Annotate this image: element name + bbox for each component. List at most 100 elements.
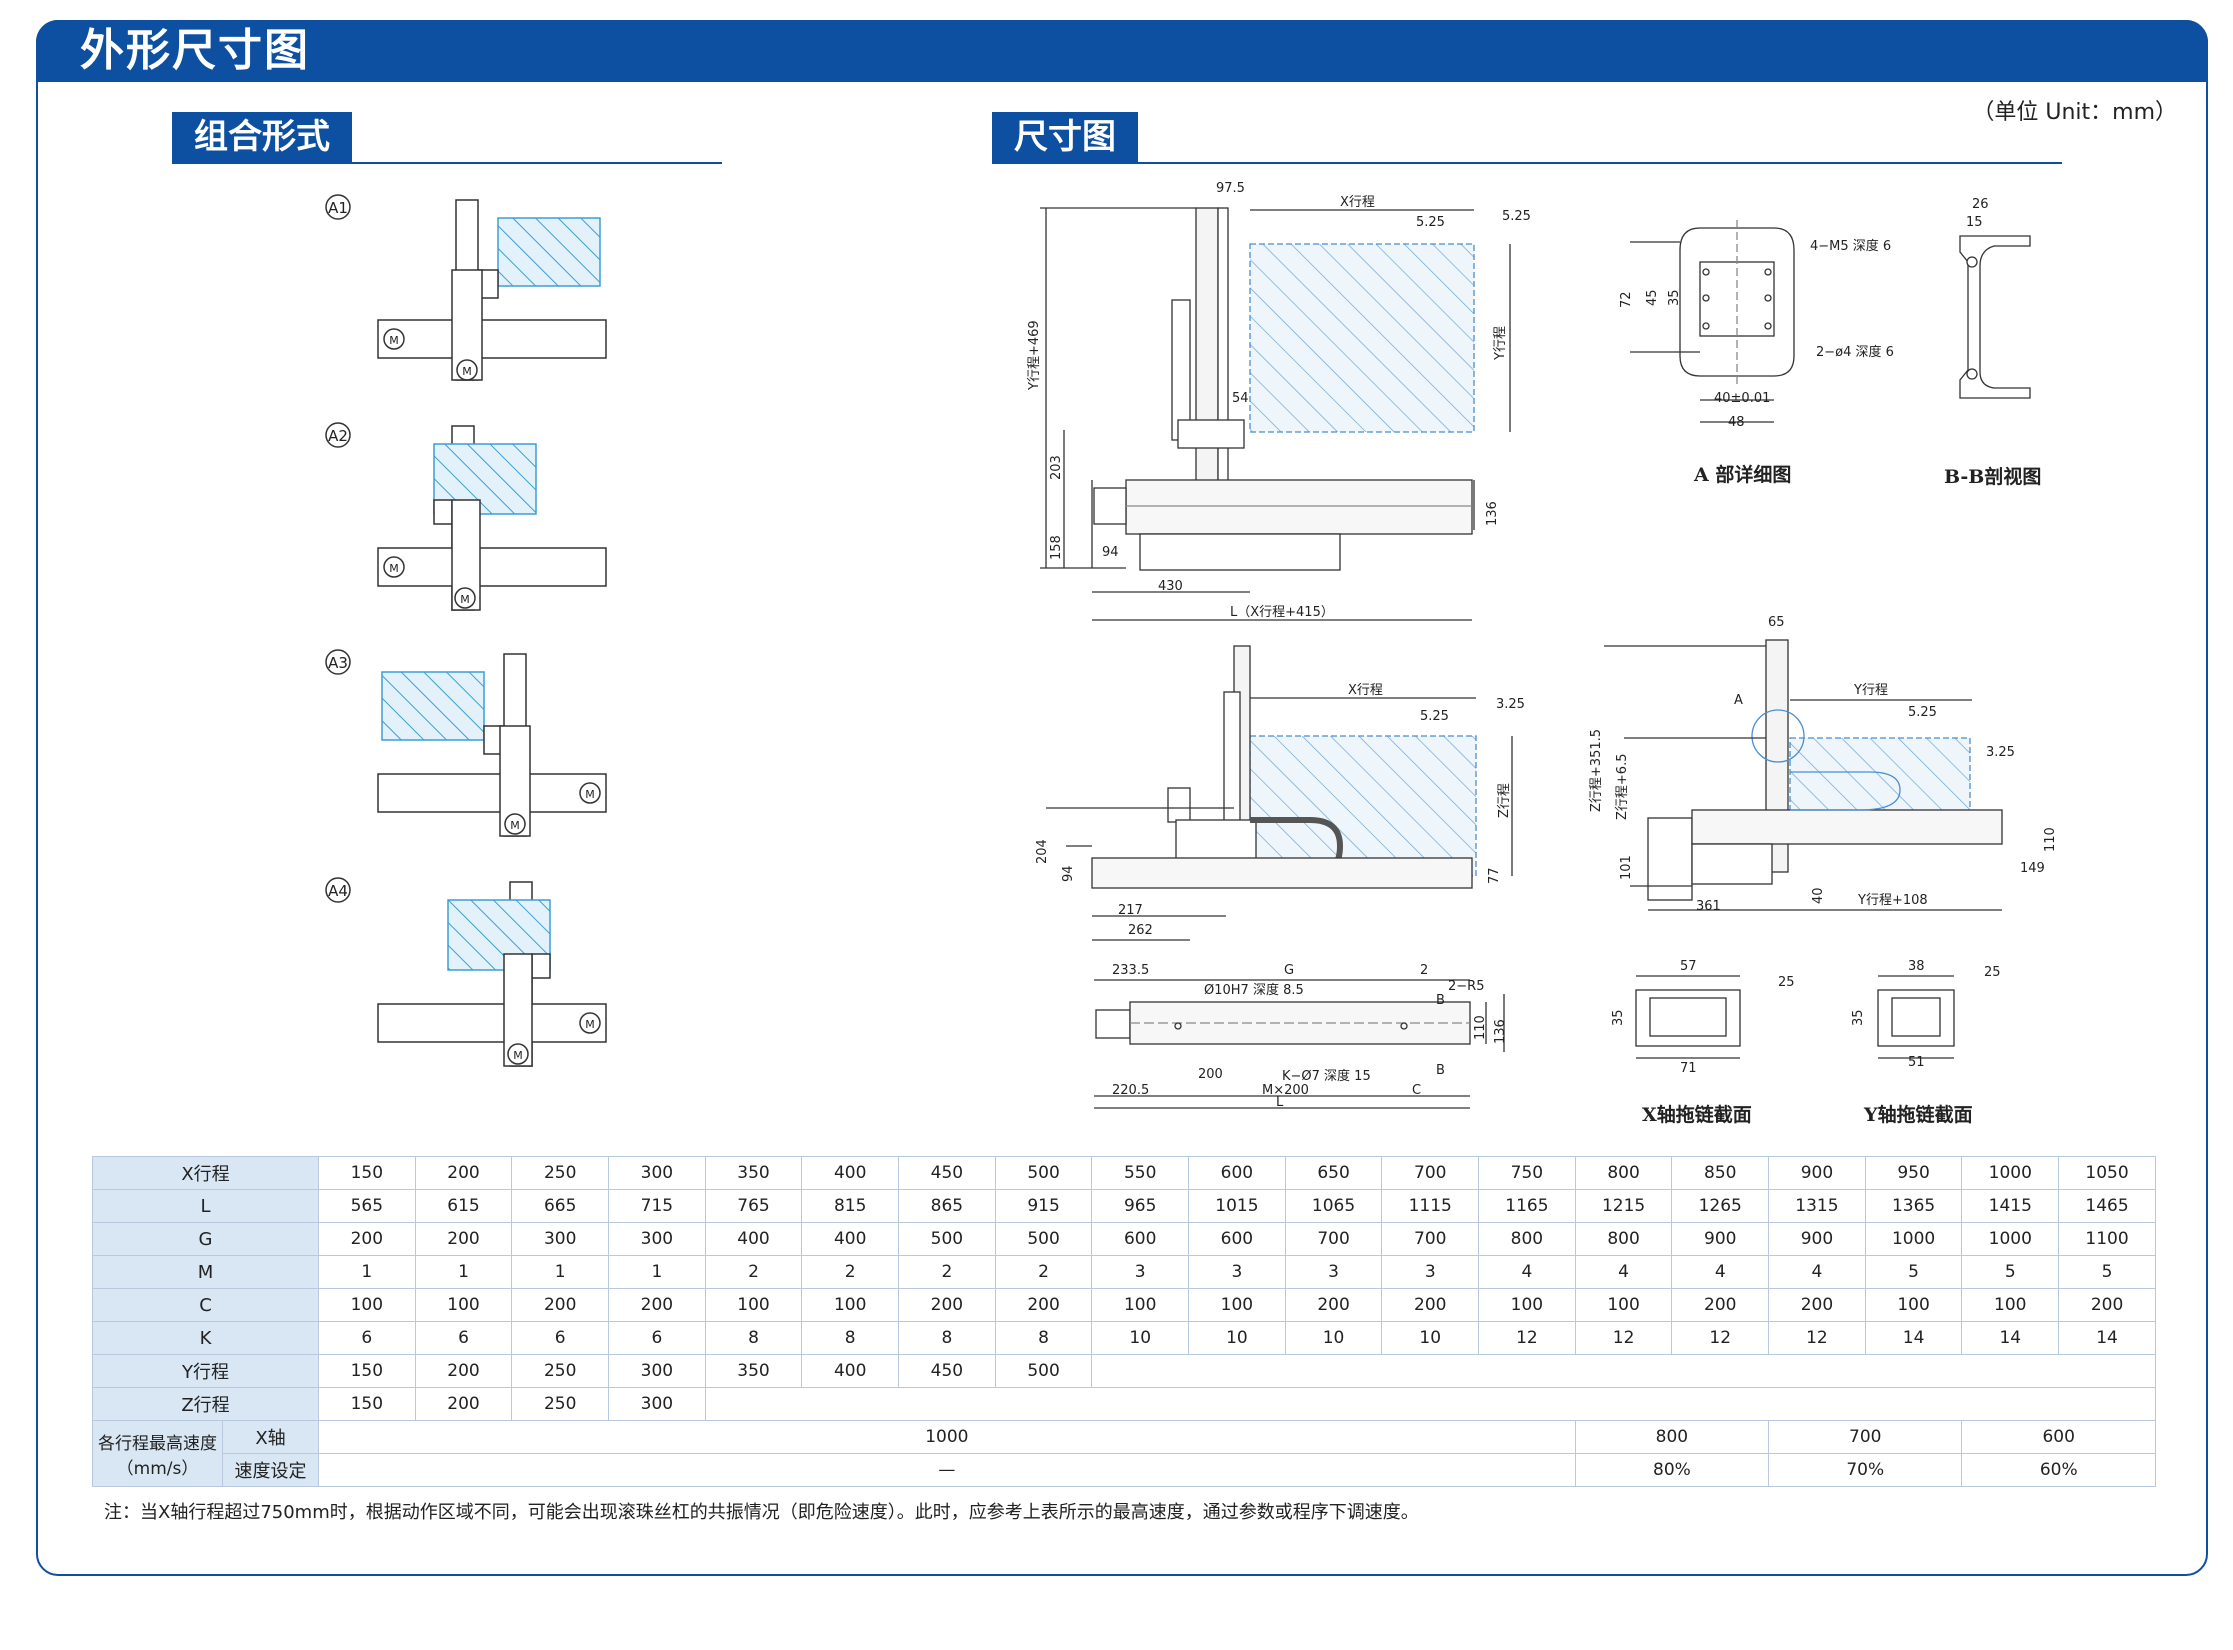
svg-text:158: 158 <box>1049 535 1064 560</box>
table-cell: 300 <box>608 1222 706 1256</box>
svg-text:57: 57 <box>1680 959 1697 974</box>
table-cell: 400 <box>704 1222 803 1256</box>
table-cell: 100 <box>318 1288 416 1322</box>
table-cell: 3 <box>1188 1255 1286 1289</box>
svg-text:3.25: 3.25 <box>1496 697 1525 712</box>
combo-marker-icon <box>325 422 351 448</box>
table-cell: 1265 <box>1671 1189 1770 1223</box>
svg-text:149: 149 <box>2020 861 2045 876</box>
svg-text:Z行程+6.5: Z行程+6.5 <box>1615 754 1630 820</box>
table-cell: 965 <box>1091 1189 1190 1223</box>
table-cell: 200 <box>2058 1288 2156 1322</box>
speed-cell: 80% <box>1574 1453 1770 1487</box>
section-underline-dims <box>992 162 2062 164</box>
table-cell: 8 <box>704 1321 803 1355</box>
table-cell: 900 <box>1671 1222 1770 1256</box>
table-cell: 300 <box>608 1156 706 1190</box>
page-title: 外形尺寸图 <box>80 25 310 76</box>
svg-text:220.5: 220.5 <box>1112 1083 1149 1098</box>
caption-a-detail: A 部详细图 <box>1694 464 1792 486</box>
yz-view-labels: 65 A Y行程 5.25 3.25 Z行程+351.5 Z行程+6.5 101… <box>1589 615 2058 914</box>
svg-text:A2: A2 <box>328 427 348 445</box>
table-cell: 900 <box>1768 1222 1866 1256</box>
table-cell: 550 <box>1091 1156 1190 1190</box>
table-cell: 150 <box>318 1354 416 1388</box>
table-cell: 900 <box>1768 1156 1866 1190</box>
combo-a1: A1 M M <box>325 194 607 381</box>
svg-text:M: M <box>460 593 470 606</box>
svg-text:35: 35 <box>1851 1009 1866 1026</box>
table-cell: 5 <box>2058 1255 2156 1289</box>
table-cell: 500 <box>994 1222 1093 1256</box>
svg-text:97.5: 97.5 <box>1216 181 1245 196</box>
svg-text:77: 77 <box>1487 867 1502 884</box>
svg-text:25: 25 <box>1984 965 2001 980</box>
table-cell: 865 <box>898 1189 996 1223</box>
motor-icon <box>454 587 476 609</box>
table-cell: 350 <box>704 1156 803 1190</box>
svg-text:M: M <box>513 1049 523 1062</box>
table-cell: 12 <box>1768 1321 1866 1355</box>
table-cell-empty <box>1091 1354 2156 1388</box>
svg-text:4−M5 深度 6: 4−M5 深度 6 <box>1810 238 1891 254</box>
motor-icon <box>383 556 405 578</box>
table-cell: 1465 <box>2058 1189 2156 1223</box>
svg-text:5.25: 5.25 <box>1416 215 1445 230</box>
svg-text:110: 110 <box>2043 827 2058 852</box>
a-detail-view <box>1630 220 1795 423</box>
table-cell: 800 <box>1574 1222 1673 1256</box>
table-cell: 5 <box>1864 1255 1963 1289</box>
row-header: L <box>92 1189 319 1223</box>
xz-view-labels: X行程 5.25 3.25 204 Z行程 94 77 217 262 <box>1035 683 1525 938</box>
svg-text:X行程: X行程 <box>1340 195 1375 210</box>
caption-bb-section: B-B剖视图 <box>1944 466 2042 488</box>
combo-a4: A4 M M <box>325 877 607 1067</box>
table-cell: 1415 <box>1961 1189 2060 1223</box>
speed-cell: 700 <box>1768 1420 1963 1454</box>
caption-y-chain: Y轴拖链截面 <box>1864 1104 1973 1126</box>
table-cell: 500 <box>994 1354 1093 1388</box>
svg-text:M×200: M×200 <box>1262 1083 1309 1098</box>
table-cell: 300 <box>608 1387 706 1421</box>
table-cell: 950 <box>1864 1156 1963 1190</box>
speed-cell: 1000 <box>318 1420 1576 1454</box>
table-cell: 1 <box>318 1255 416 1289</box>
table-cell: 4 <box>1671 1255 1770 1289</box>
svg-text:65: 65 <box>1768 615 1785 630</box>
svg-text:Y行程+108: Y行程+108 <box>1857 893 1928 908</box>
table-cell: 4 <box>1574 1255 1673 1289</box>
table-cell: 1 <box>608 1255 706 1289</box>
table-cell: 200 <box>1768 1288 1866 1322</box>
motor-icon <box>507 1043 529 1065</box>
table-cell: 1000 <box>1961 1156 2060 1190</box>
svg-text:Z行程+351.5: Z行程+351.5 <box>1589 729 1604 812</box>
svg-text:M: M <box>585 1018 595 1031</box>
svg-text:C: C <box>1412 1083 1421 1098</box>
table-cell: 200 <box>414 1354 513 1388</box>
unit-note: （单位 Unit：mm） <box>1972 100 2177 125</box>
svg-text:M: M <box>389 334 399 347</box>
table-cell: 700 <box>1381 1156 1480 1190</box>
table-cell: 4 <box>1478 1255 1576 1289</box>
svg-text:40±0.01: 40±0.01 <box>1714 391 1770 406</box>
svg-text:204: 204 <box>1035 839 1050 864</box>
page-frame <box>36 20 2208 1576</box>
y-chain-section <box>1877 975 1955 1059</box>
table-cell: 750 <box>1478 1156 1576 1190</box>
x-chain-section <box>1635 975 1741 1059</box>
row-header: K <box>92 1321 319 1355</box>
table-cell: 12 <box>1671 1321 1770 1355</box>
svg-text:136: 136 <box>1493 1019 1508 1044</box>
table-cell: 250 <box>511 1354 610 1388</box>
table-cell: 6 <box>414 1321 513 1355</box>
svg-text:M: M <box>462 365 472 378</box>
table-cell: 450 <box>898 1354 996 1388</box>
speed-cell: 600 <box>1961 1420 2156 1454</box>
table-cell: 1165 <box>1478 1189 1576 1223</box>
